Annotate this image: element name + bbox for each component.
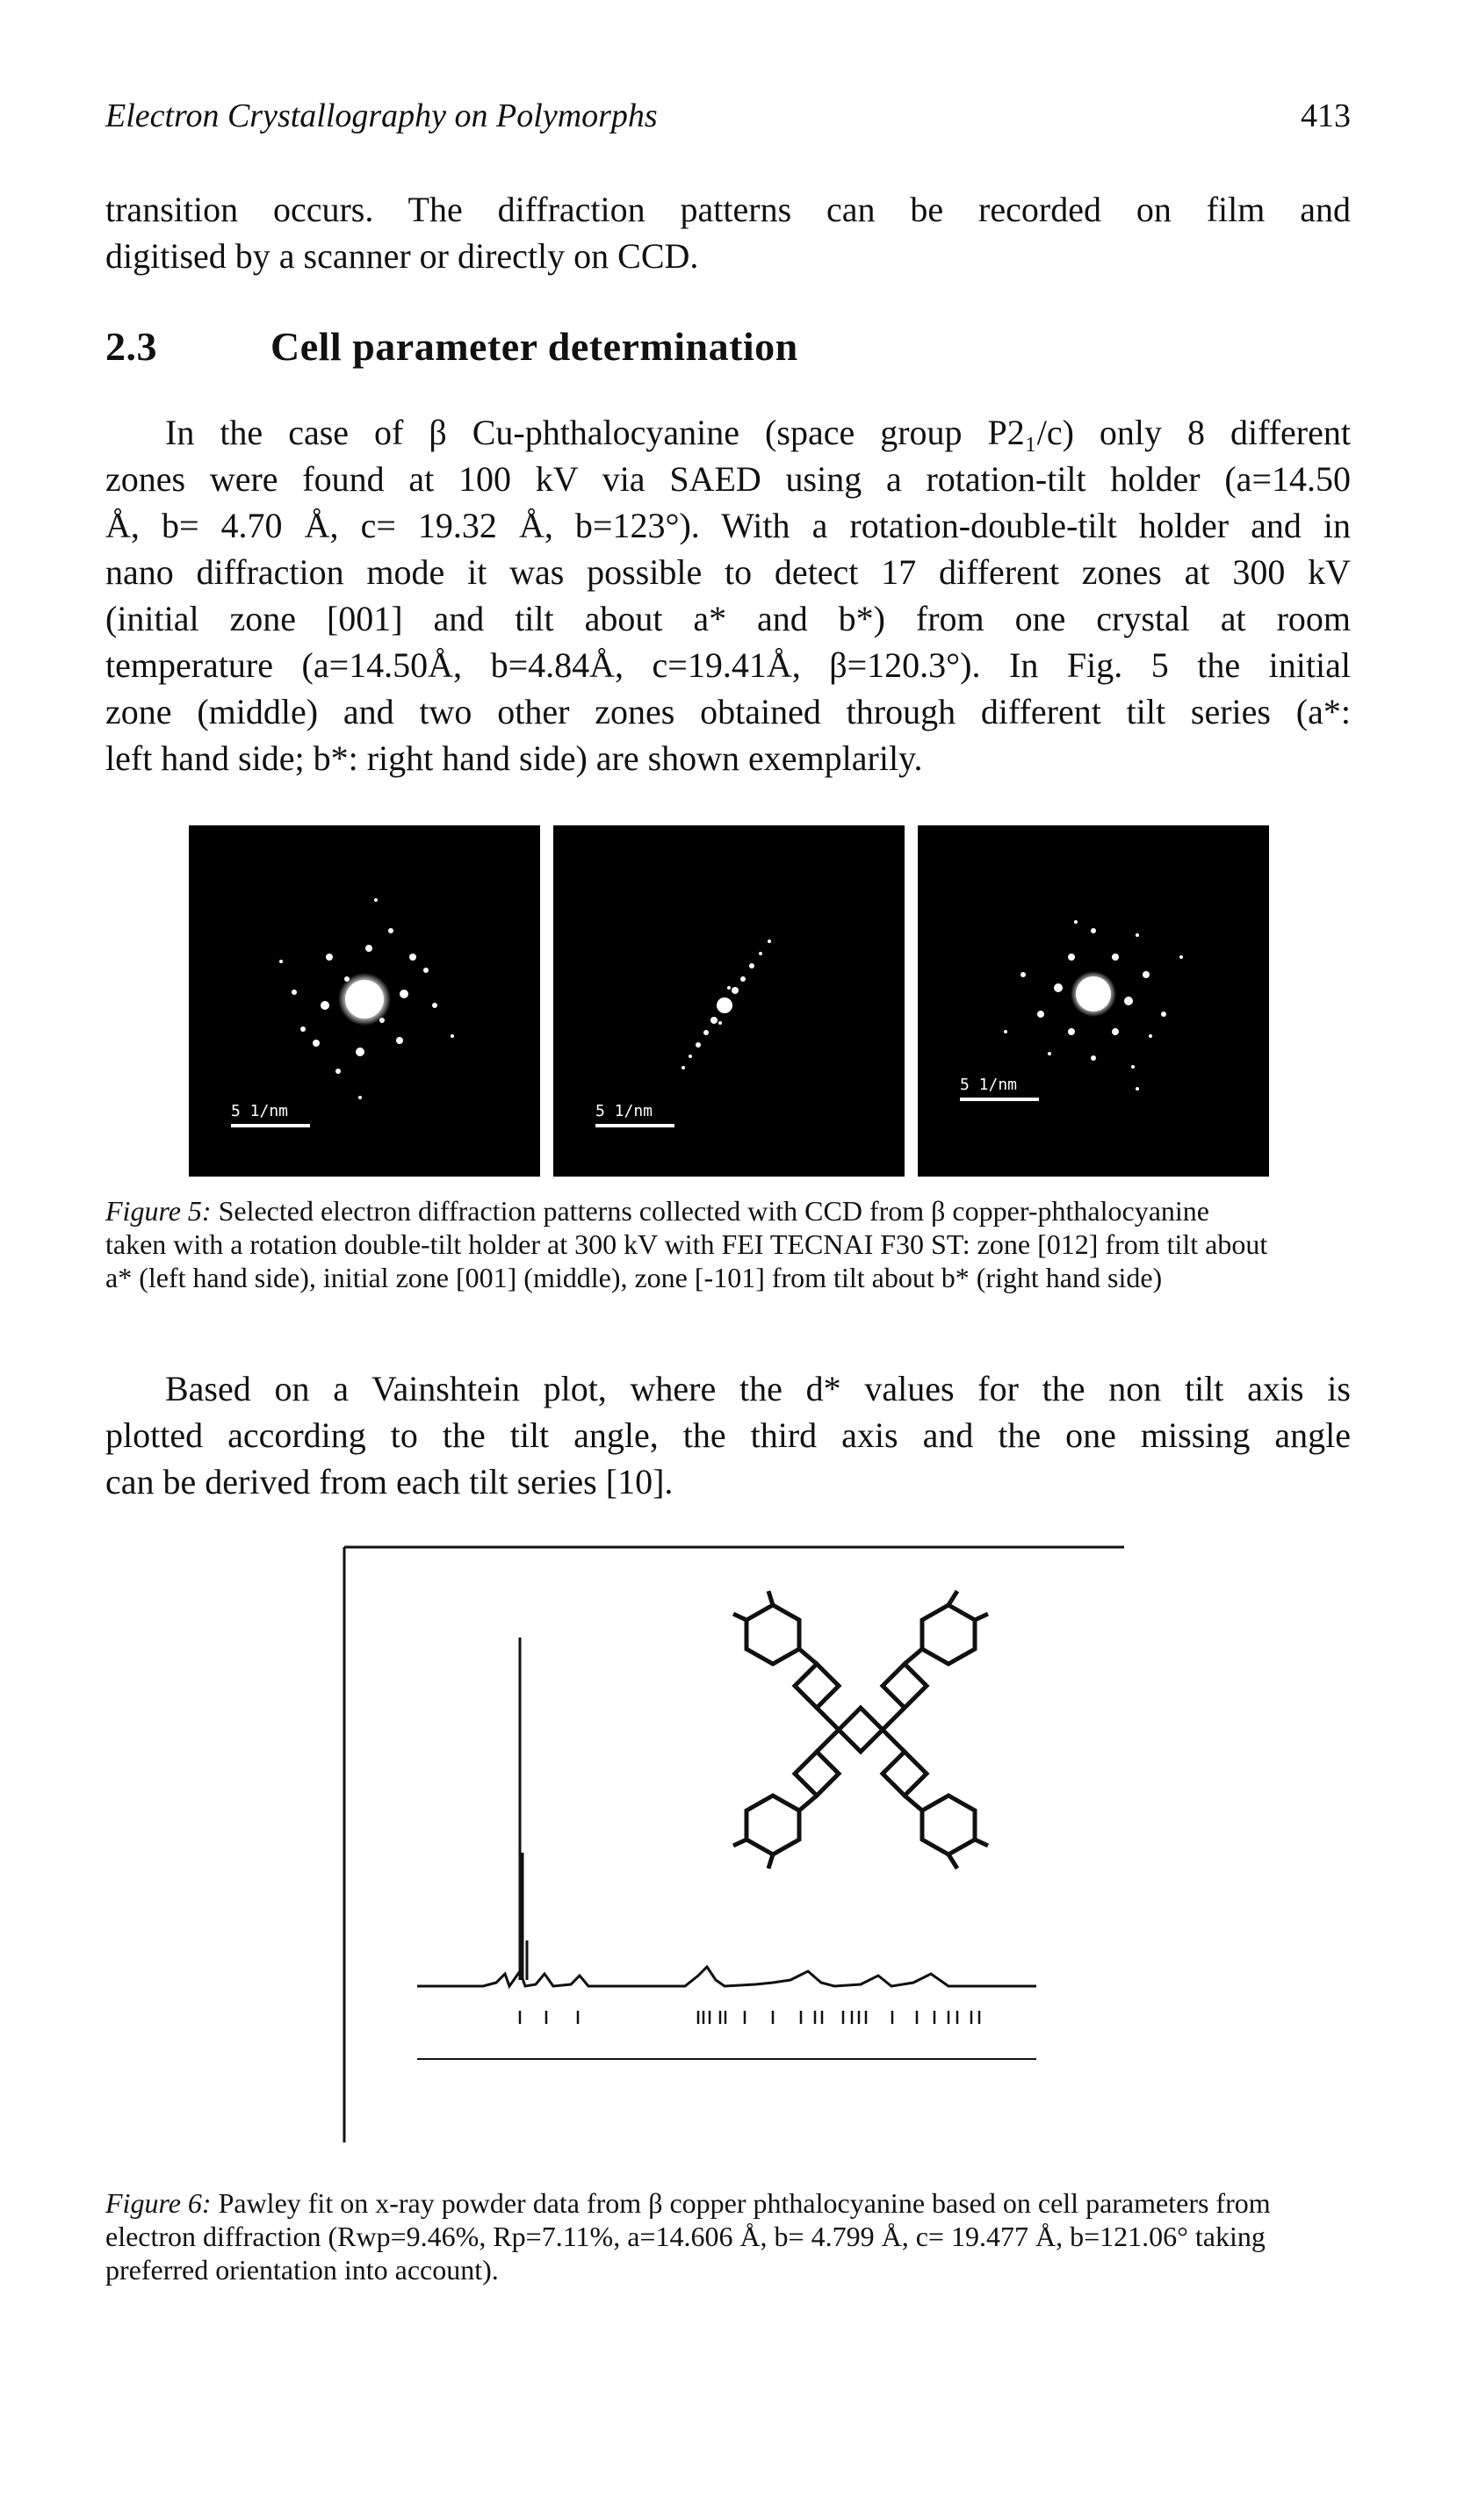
section-title: Cell parameter determination <box>270 324 798 369</box>
scale-bar-label: 5 1/nm <box>595 1102 653 1120</box>
text-line: temperature (a=14.50Å, b=4.84Å, c=19.41Å… <box>105 645 1351 685</box>
diffraction-pattern-right: 5 1/nm <box>918 825 1269 1177</box>
scale-bar-label: 5 1/nm <box>231 1102 288 1120</box>
section-heading: 2.3 Cell parameter determination <box>105 323 798 370</box>
text-line: Å, b= 4.70 Å, c= 19.32 Å, b=123°). With … <box>105 506 1351 545</box>
paragraph-1: transition occurs. The diffraction patte… <box>105 186 1351 279</box>
text-line: can be derived from each tilt series [10… <box>105 1462 674 1501</box>
text-line: plotted according to the tilt angle, the… <box>105 1415 1351 1455</box>
diffraction-image: 5 1/nm <box>231 898 454 1127</box>
text-line: (initial zone [001] and tilt about a* an… <box>105 599 1351 638</box>
running-head-title: Electron Crystallography on Polymorphs <box>105 97 658 134</box>
diffraction-pattern-left: 5 1/nm <box>189 825 540 1177</box>
phthalocyanine-molecule <box>732 1589 990 1870</box>
text-line: digitised by a scanner or directly on CC… <box>105 236 699 276</box>
caption-text: Selected electron diffraction patterns c… <box>105 1195 1268 1293</box>
text-line: zone (middle) and two other zones obtain… <box>105 692 1351 731</box>
reflection-ticks <box>518 2011 981 2024</box>
diffraction-trace <box>417 1638 1036 1990</box>
text-line: zones were found at 100 kV via SAED usin… <box>105 459 1351 499</box>
scale-bar <box>231 1124 310 1127</box>
figure-6-caption: Figure 6: Pawley fit on x-ray powder dat… <box>105 2186 1273 2286</box>
diffraction-pattern-middle: 5 1/nm <box>553 825 905 1177</box>
diffraction-image: 5 1/nm <box>595 940 771 1127</box>
text-line: In the case of β Cu-phthalocyanine (spac… <box>165 413 1351 452</box>
section-number: 2.3 <box>105 324 157 369</box>
page-number: 413 <box>1301 97 1351 134</box>
text-line: Based on a Vainshtein plot, where the d*… <box>165 1369 1351 1408</box>
pawley-fit-figure <box>334 1537 1142 2151</box>
pawley-fit-plot <box>343 1545 1124 2142</box>
scale-bar-label: 5 1/nm <box>960 1076 1017 1094</box>
scale-bar <box>595 1124 674 1127</box>
text-line: transition occurs. The diffraction patte… <box>105 190 1351 229</box>
paragraph-3: Based on a Vainshtein plot, where the d*… <box>105 1365 1351 1505</box>
figure-5-caption: Figure 5: Selected electron diffraction … <box>105 1194 1273 1294</box>
caption-label: Figure 6: <box>105 2187 212 2219</box>
paragraph-2: In the case of β Cu-phthalocyanine (spac… <box>105 409 1351 781</box>
scale-bar <box>960 1098 1039 1101</box>
diffraction-image: 5 1/nm <box>960 920 1183 1101</box>
caption-text: Pawley fit on x-ray powder data from β c… <box>105 2187 1271 2286</box>
text-line: nano diffraction mode it was possible to… <box>105 552 1351 592</box>
caption-label: Figure 5: <box>105 1195 212 1227</box>
text-line: left hand side; b*: right hand side) are… <box>105 738 923 778</box>
running-head: Electron Crystallography on Polymorphs 4… <box>105 97 1351 135</box>
